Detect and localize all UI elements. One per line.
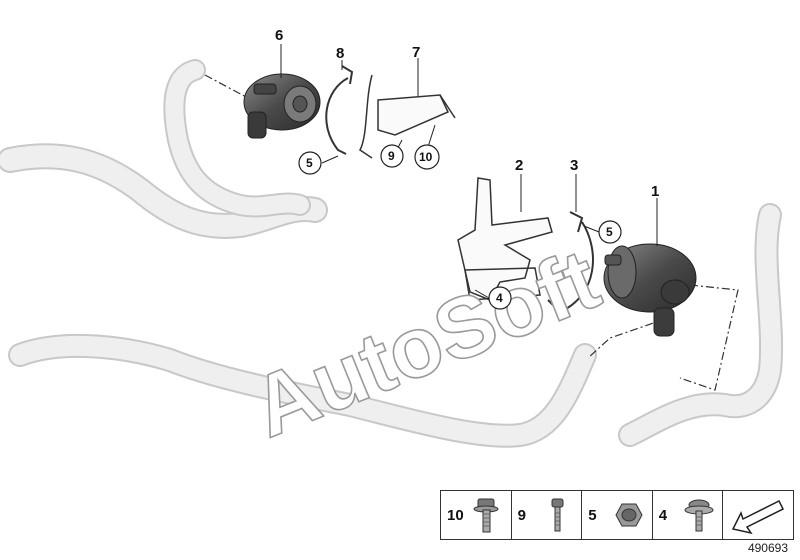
svg-text:5: 5	[606, 225, 613, 239]
callout-2: 2	[515, 157, 523, 174]
callout-7: 7	[412, 44, 420, 61]
legend-number: 9	[517, 506, 526, 524]
hex-nut-icon	[615, 503, 643, 527]
clamp-lower	[547, 211, 594, 314]
legend-number: 4	[658, 506, 668, 524]
callout-8: 8	[336, 45, 344, 62]
diagram-reference-number: 490693	[747, 541, 788, 555]
legend-item-4: 4	[653, 491, 724, 539]
callout-3: 3	[570, 157, 578, 174]
legend-number: 5	[588, 506, 597, 524]
legend-item-5: 5	[582, 491, 653, 539]
legend-arrow-cell	[723, 491, 793, 539]
svg-text:5: 5	[306, 156, 313, 170]
svg-text:9: 9	[388, 149, 395, 163]
legend-item-10: 10	[441, 491, 512, 539]
bracket-main	[457, 177, 553, 301]
callout-1: 1	[651, 183, 659, 200]
screw-icon	[551, 498, 564, 532]
circled-callout-5b: 5	[598, 220, 622, 244]
fastener-legend: 10 9 5 4	[440, 490, 794, 540]
circled-callout-5a: 5	[298, 151, 322, 175]
hose-lower-long	[8, 333, 597, 448]
direction-arrow-icon	[732, 499, 785, 535]
coolant-pump-upper	[243, 73, 321, 139]
legend-item-9: 9	[512, 491, 583, 539]
collar-screw-icon	[684, 499, 714, 532]
connection-dash-line	[204, 74, 739, 391]
legend-number: 10	[447, 506, 464, 524]
bracket-upper	[359, 74, 456, 159]
callout-6: 6	[275, 27, 283, 44]
hose-right	[618, 203, 784, 447]
circled-callout-9: 9	[380, 144, 404, 168]
hose-upper-left	[0, 59, 328, 239]
circled-callout-4: 4	[488, 286, 512, 310]
flange-bolt-icon	[473, 498, 499, 533]
svg-text:10: 10	[419, 150, 433, 164]
circled-callout-10: 10	[414, 144, 440, 170]
svg-text:4: 4	[496, 291, 503, 305]
coolant-pump-main	[603, 243, 697, 337]
clamp-upper	[325, 65, 354, 155]
